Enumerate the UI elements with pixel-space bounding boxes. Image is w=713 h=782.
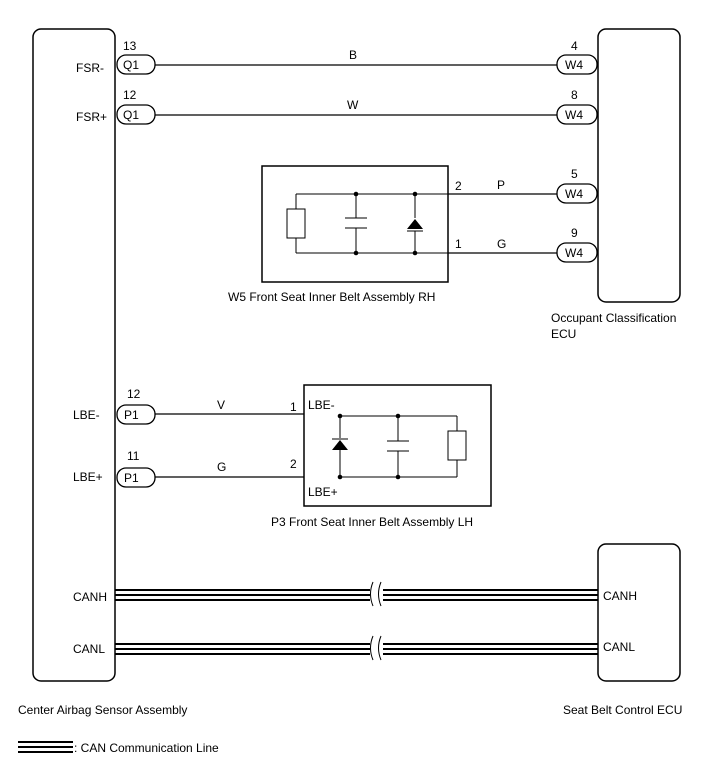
can-bus-canh bbox=[115, 581, 598, 607]
pin-rh-1: 1 bbox=[455, 237, 462, 251]
terminal-lbe-plus: LBE+ bbox=[73, 470, 103, 484]
connector-w4-b-label: W4 bbox=[565, 108, 583, 122]
connector-w4-a-label: W4 bbox=[565, 58, 583, 72]
connector-w4-d bbox=[556, 242, 598, 263]
center-airbag-sensor-box bbox=[32, 28, 116, 682]
center-airbag-sensor-label: Center Airbag Sensor Assembly bbox=[18, 703, 187, 717]
legend-can-label: : CAN Communication Line bbox=[74, 741, 219, 755]
pin-p1-11: 11 bbox=[127, 449, 140, 463]
belt-assembly-lh-label: P3 Front Seat Inner Belt Assembly LH bbox=[271, 515, 473, 529]
wire-color-fsr-minus: B bbox=[349, 48, 357, 62]
wire-color-lbe-minus: V bbox=[217, 398, 225, 412]
connector-q1-b-label: Q1 bbox=[123, 108, 139, 122]
resistor-lh bbox=[447, 430, 467, 461]
belt-assembly-rh-label: W5 Front Seat Inner Belt Assembly RH bbox=[228, 290, 435, 304]
pin-w4-5: 5 bbox=[571, 167, 578, 181]
pin-w4-8: 8 bbox=[571, 88, 578, 102]
resistor-rh bbox=[286, 208, 306, 239]
belt-assembly-lh-box bbox=[303, 384, 492, 507]
occupant-ecu-label-line1: Occupant Classification bbox=[551, 311, 676, 325]
connector-q1-a-label: Q1 bbox=[123, 58, 139, 72]
connector-w4-c-label: W4 bbox=[565, 187, 583, 201]
legend-can-symbol bbox=[18, 741, 73, 753]
terminal-lbe-minus: LBE- bbox=[73, 408, 100, 422]
terminal-fsr-minus: FSR- bbox=[76, 61, 104, 75]
connector-w4-b bbox=[556, 104, 598, 125]
connector-p1-a-label: P1 bbox=[124, 408, 139, 422]
connector-w4-d-label: W4 bbox=[565, 246, 583, 260]
occupant-ecu-label-line2: ECU bbox=[551, 327, 576, 341]
belt-rh-internal-circuit bbox=[286, 191, 448, 256]
connector-w4-c bbox=[556, 183, 598, 204]
terminal-canh: CANH bbox=[73, 590, 107, 604]
seat-belt-control-ecu-box bbox=[597, 543, 681, 682]
pin-w4-9: 9 bbox=[571, 226, 578, 240]
wire-color-fsr-plus: W bbox=[347, 98, 359, 112]
belt-assembly-rh-box bbox=[261, 165, 449, 283]
pin-lh-2: 2 bbox=[290, 457, 297, 471]
pin-q1-13: 13 bbox=[123, 39, 137, 53]
occupant-classification-ecu-box bbox=[597, 28, 681, 303]
connector-p1-b-label: P1 bbox=[124, 471, 139, 485]
belt-lh-internal-circuit bbox=[332, 413, 467, 480]
pin-rh-2: 2 bbox=[455, 179, 462, 193]
wire-color-rh-pin1: G bbox=[497, 237, 506, 251]
wire-color-rh-pin2: P bbox=[497, 178, 505, 192]
diode-lh bbox=[332, 440, 348, 450]
lh-terminal-lbe-minus: LBE- bbox=[308, 398, 335, 412]
ecu-terminal-canl: CANL bbox=[603, 640, 635, 654]
can-bus-canl bbox=[115, 635, 598, 661]
connector-w4-a bbox=[556, 54, 598, 75]
terminal-canl: CANL bbox=[73, 642, 105, 656]
seat-belt-ecu-label: Seat Belt Control ECU bbox=[563, 703, 682, 717]
pin-lh-1: 1 bbox=[290, 400, 297, 414]
ecu-terminal-canh: CANH bbox=[603, 589, 637, 603]
pin-w4-4: 4 bbox=[571, 39, 578, 53]
wire-color-lbe-plus: G bbox=[217, 460, 226, 474]
terminal-fsr-plus: FSR+ bbox=[76, 110, 107, 124]
diode-rh bbox=[407, 219, 423, 229]
pin-p1-12: 12 bbox=[127, 387, 141, 401]
pin-q1-12: 12 bbox=[123, 88, 137, 102]
lh-terminal-lbe-plus: LBE+ bbox=[308, 485, 338, 499]
